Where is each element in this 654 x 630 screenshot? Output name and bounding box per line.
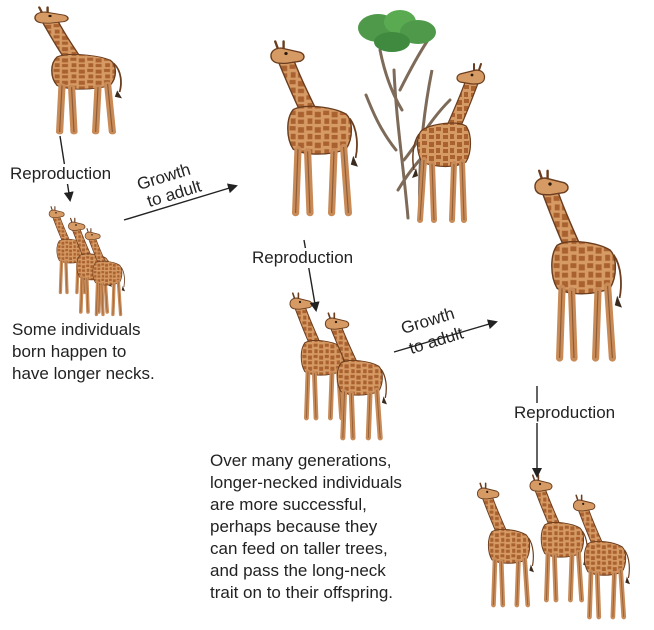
giraffe-icon <box>412 64 485 220</box>
reproduction-label-3: Reproduction <box>514 403 615 423</box>
reproduction-label-2: Reproduction <box>252 248 353 268</box>
giraffe-icon <box>35 7 122 132</box>
caption-longer-necks: Some individuals born happen to have lon… <box>12 319 155 385</box>
caption-many-generations: Over many generations, longer-necked ind… <box>210 450 402 604</box>
giraffe-icon <box>530 475 588 600</box>
tree-icon <box>358 10 450 218</box>
giraffe-icon <box>477 483 534 605</box>
giraffe-icon <box>325 313 387 438</box>
giraffe-icon <box>290 293 348 418</box>
giraffe-icon <box>535 171 622 358</box>
reproduction-label-1: Reproduction <box>10 164 111 184</box>
giraffe-icon <box>271 41 358 213</box>
